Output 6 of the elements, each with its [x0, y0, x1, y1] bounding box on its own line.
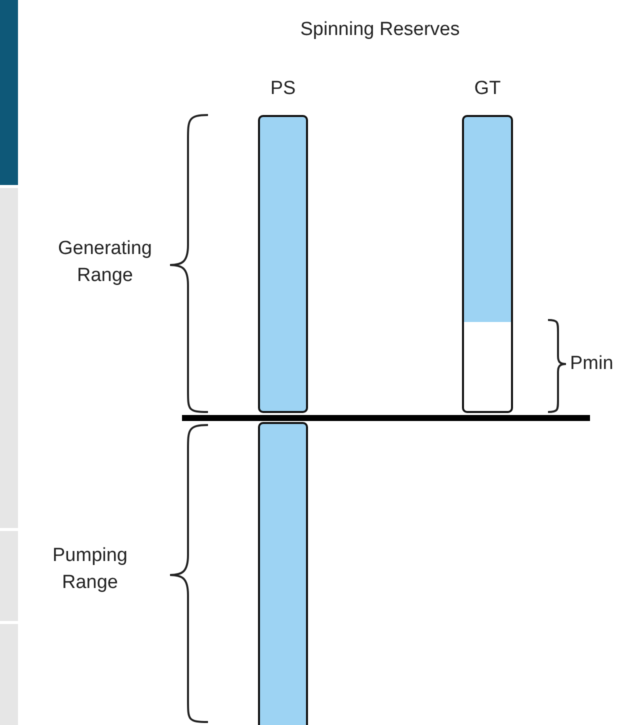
range-label: Pumping Range — [52, 544, 128, 595]
column-heading: GT — [473, 77, 502, 101]
range-label: Generating Range — [56, 237, 153, 288]
column-heading: PS — [269, 77, 297, 101]
diagram-title: Spinning Reserves — [299, 18, 461, 42]
pmin-label: Pmin — [570, 352, 614, 376]
